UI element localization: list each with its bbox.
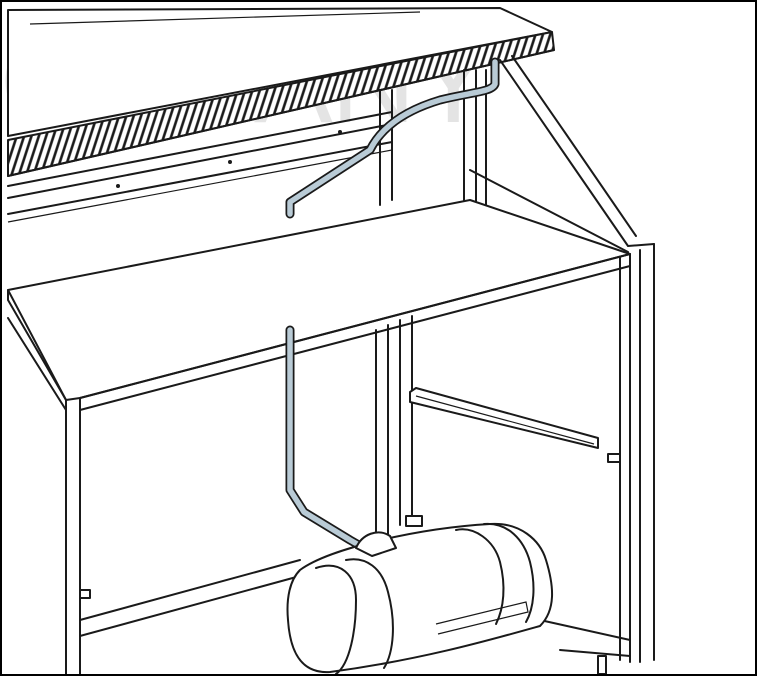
cross-bar xyxy=(409,387,621,463)
lower-frame xyxy=(79,559,631,675)
tank-canister xyxy=(286,515,554,675)
vacuum-hose xyxy=(285,57,500,553)
hood-frame xyxy=(7,55,655,253)
perforated-grille xyxy=(7,7,555,177)
work-shelf xyxy=(7,199,655,676)
